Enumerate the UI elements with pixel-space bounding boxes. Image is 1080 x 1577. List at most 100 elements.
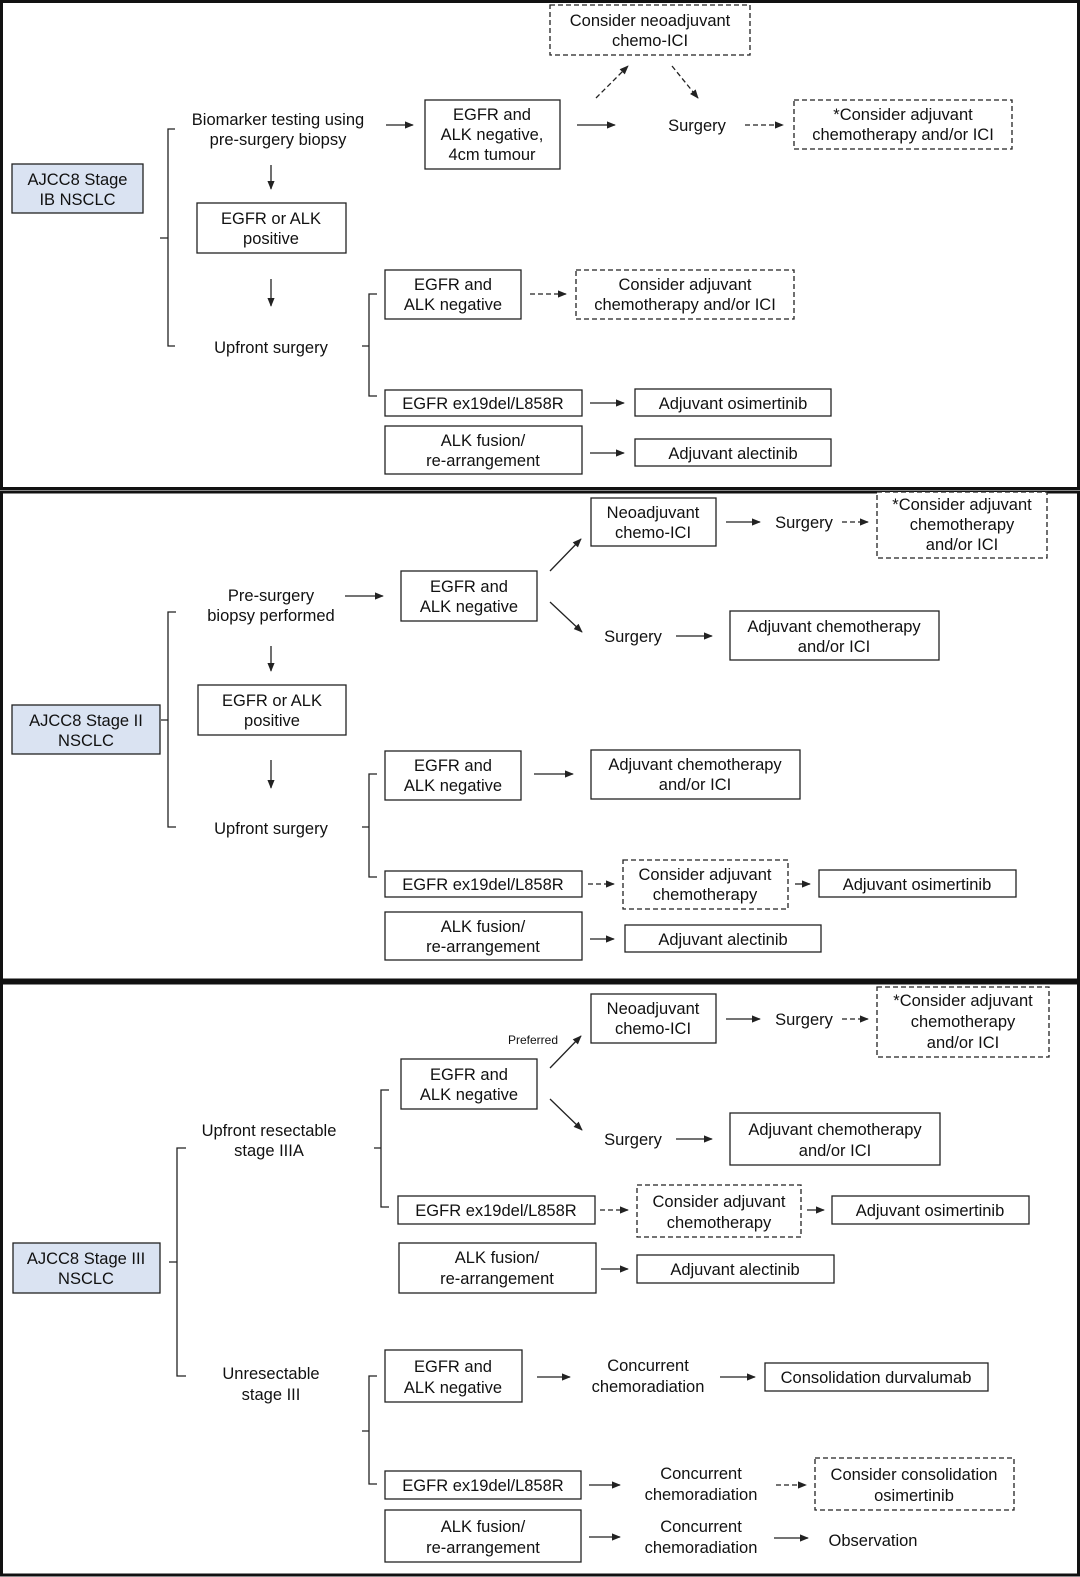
dashed-arrow (671, 65, 699, 99)
egfr-mutation-box: EGFR ex19del/L858R (384, 870, 583, 898)
adjuvant-osimertinib-box: Adjuvant osimertinib (818, 869, 1017, 898)
svg-text:Adjuvant osimertinib: Adjuvant osimertinib (843, 876, 992, 894)
unresectable-egfr-mutation-box: EGFR ex19del/L858R (384, 1470, 582, 1500)
surgery-label: Surgery (668, 117, 727, 135)
bracket (362, 293, 377, 397)
bracket (362, 773, 377, 878)
preferred-label: Preferred (508, 1033, 558, 1047)
panel-stage-ii (0, 490, 1080, 982)
egfr-mutation-box: EGFR ex19del/L858R (397, 1195, 596, 1225)
svg-text:ALK fusion/re-arrangement: ALK fusion/re-arrangement (426, 918, 540, 956)
observation-label: Observation (829, 1532, 918, 1550)
svg-text:Consolidation durvalumab: Consolidation durvalumab (781, 1369, 972, 1387)
dashed-arrow (595, 65, 629, 99)
svg-text:Adjuvant osimertinib: Adjuvant osimertinib (659, 395, 808, 413)
alk-fusion-box: ALK fusion/re-arrangement (398, 1242, 597, 1294)
svg-text:ALK fusion/re-arrangement: ALK fusion/re-arrangement (426, 1518, 540, 1557)
bracket (374, 1089, 389, 1208)
surgery-label: Surgery (604, 628, 663, 646)
bracket (160, 128, 175, 347)
svg-text:EGFR ex19del/L858R: EGFR ex19del/L858R (402, 395, 564, 413)
svg-text:Adjuvant alectinib: Adjuvant alectinib (668, 445, 797, 463)
arrow (549, 1035, 582, 1069)
consolidation-durvalumab-box: Consolidation durvalumab (764, 1362, 989, 1392)
svg-text:Adjuvant osimertinib: Adjuvant osimertinib (856, 1202, 1005, 1220)
adjuvant-alectinib-box: Adjuvant alectinib (634, 438, 832, 467)
bracket (169, 1147, 186, 1377)
adjuvant-alectinib-box: Adjuvant alectinib (636, 1254, 835, 1284)
surgery-label: Surgery (775, 1011, 834, 1029)
upfront-surgery-label: Upfront surgery (214, 820, 328, 838)
arrow (549, 538, 582, 572)
panel-stage-iii (0, 981, 1080, 1577)
unresectable-alk-fusion-box: ALK fusion/re-arrangement (384, 1509, 582, 1563)
svg-text:Adjuvant alectinib: Adjuvant alectinib (670, 1261, 799, 1279)
adjuvant-osimertinib-box: Adjuvant osimertinib (831, 1195, 1030, 1225)
egfr-mutation-box: EGFR ex19del/L858R (384, 389, 583, 417)
bracket (161, 611, 176, 828)
svg-text:EGFR ex19del/L858R: EGFR ex19del/L858R (402, 876, 564, 894)
adjuvant-alectinib-box: Adjuvant alectinib (624, 924, 822, 953)
arrow (549, 601, 583, 633)
upfront-surgery-label: Upfront surgery (214, 339, 328, 357)
svg-text:ALK fusion/re-arrangement: ALK fusion/re-arrangement (440, 1249, 554, 1288)
adjuvant-osimertinib-box: Adjuvant osimertinib (634, 388, 832, 417)
